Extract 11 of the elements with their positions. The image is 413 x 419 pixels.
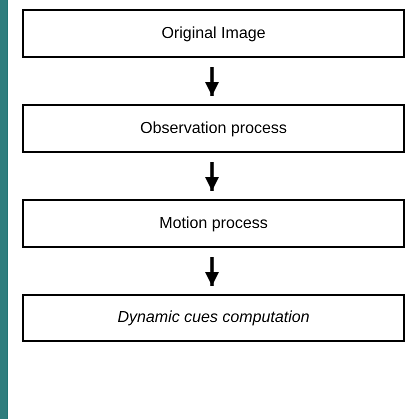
arrow bbox=[205, 162, 219, 191]
process-box bbox=[22, 104, 405, 153]
box-label: Observation process bbox=[140, 120, 287, 138]
arrow bbox=[205, 257, 219, 286]
process-box bbox=[22, 199, 405, 248]
process-box bbox=[22, 294, 405, 342]
box-label: Dynamic cues computation bbox=[117, 309, 310, 327]
arrow bbox=[205, 67, 219, 96]
box-label: Motion process bbox=[159, 214, 268, 232]
process-box bbox=[22, 9, 405, 58]
box-label: Original Image bbox=[161, 24, 266, 42]
